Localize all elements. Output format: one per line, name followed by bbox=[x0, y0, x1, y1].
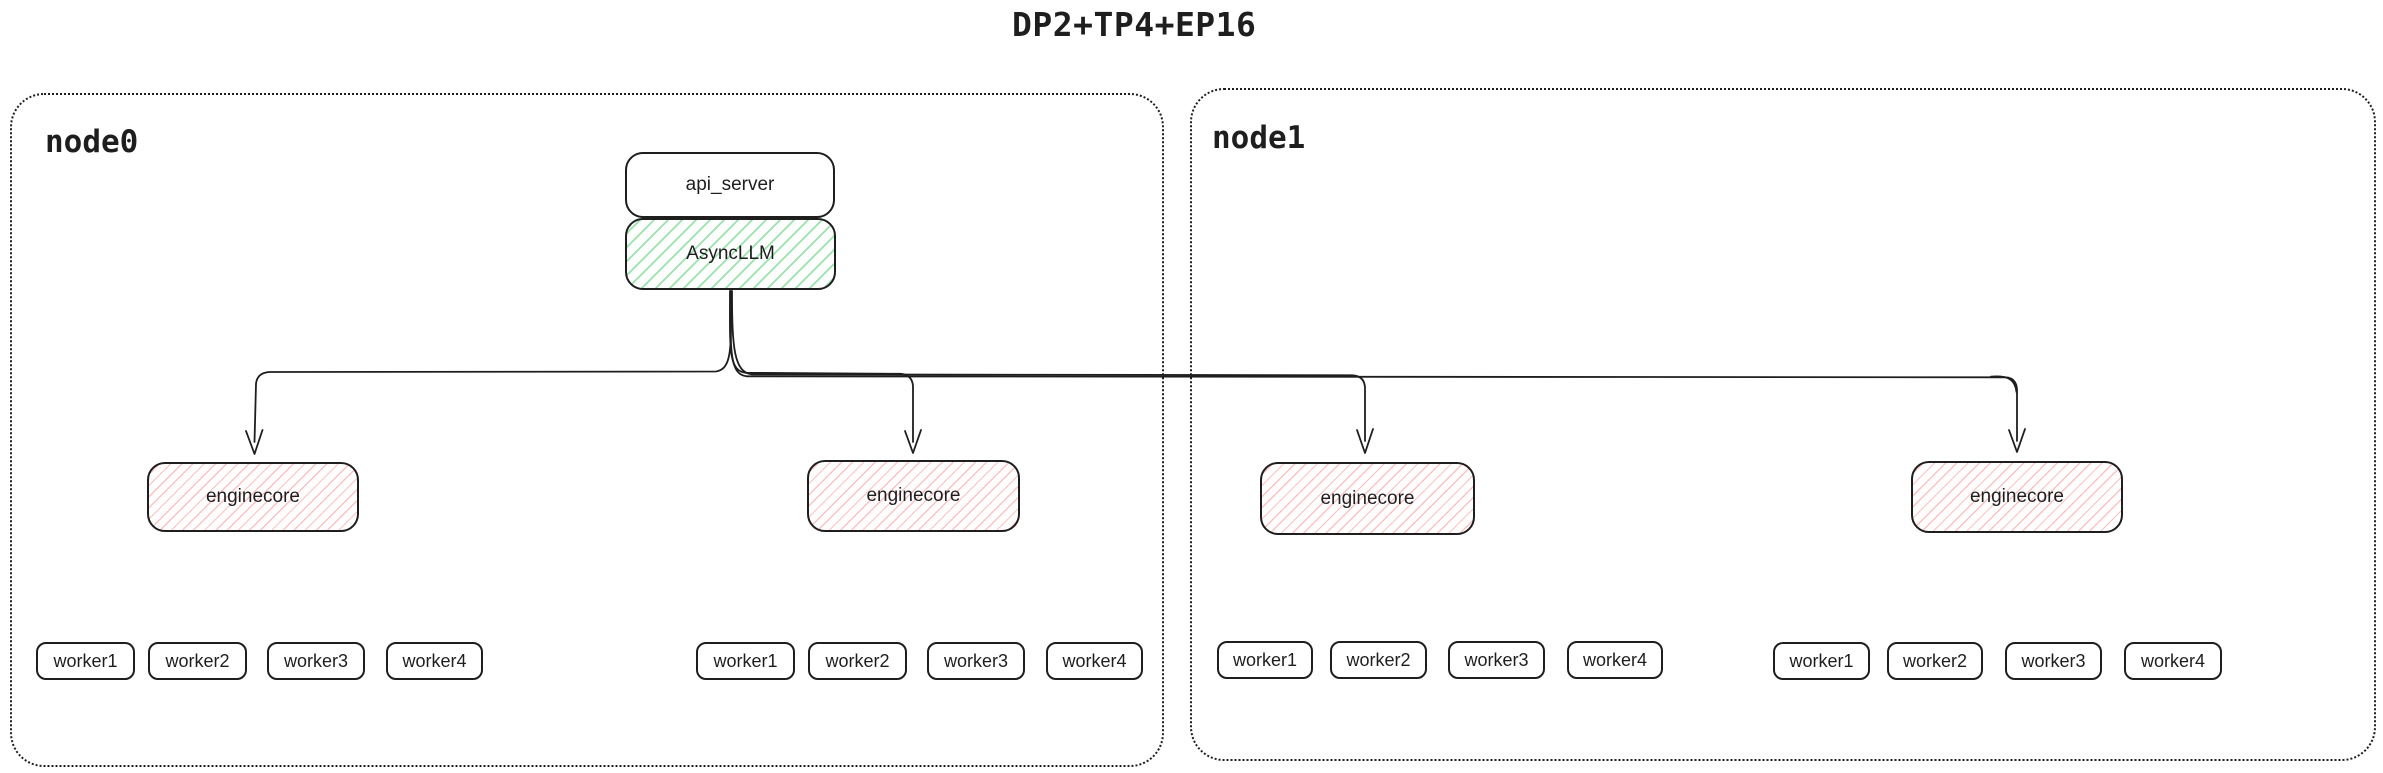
asyncllm-box: AsyncLLM bbox=[625, 218, 836, 290]
node1-ec1-worker1-box: worker1 bbox=[1217, 641, 1313, 679]
worker-label: worker1 bbox=[53, 650, 118, 671]
node0-ec2-worker1-box: worker1 bbox=[696, 642, 795, 680]
api-server-label: api_server bbox=[685, 174, 775, 195]
enginecore-label: enginecore bbox=[1320, 487, 1415, 509]
node0-ec2-worker4-box: worker4 bbox=[1046, 642, 1143, 680]
worker-label: worker3 bbox=[943, 650, 1009, 671]
worker-label: worker4 bbox=[1582, 649, 1648, 670]
node1-label: node1 bbox=[1212, 120, 1306, 156]
worker-label: worker4 bbox=[2140, 650, 2206, 671]
node1-enginecore-2-box: enginecore bbox=[1911, 461, 2123, 533]
worker-label: worker3 bbox=[283, 650, 349, 671]
node1-ec2-worker2-box: worker2 bbox=[1887, 642, 1983, 680]
worker-label: worker2 bbox=[165, 650, 230, 671]
node1-ec1-worker3-box: worker3 bbox=[1448, 641, 1545, 679]
worker-label: worker1 bbox=[1232, 649, 1298, 670]
enginecore-label: enginecore bbox=[866, 485, 961, 506]
node1-ec2-worker4-box: worker4 bbox=[2124, 642, 2222, 680]
node0-ec2-worker2-box: worker2 bbox=[808, 642, 907, 680]
node0-label: node0 bbox=[45, 124, 139, 160]
worker-label: worker2 bbox=[1346, 649, 1411, 670]
enginecore-label: enginecore bbox=[205, 486, 301, 507]
node0-ec1-worker1-box: worker1 bbox=[36, 642, 135, 680]
worker-label: worker2 bbox=[1902, 650, 1968, 671]
node1-ec2-worker1-box: worker1 bbox=[1773, 642, 1870, 680]
diagram-title: DP2+TP4+EP16 bbox=[1012, 5, 1257, 44]
worker-label: worker3 bbox=[1464, 649, 1529, 670]
worker-label: worker2 bbox=[825, 650, 890, 671]
enginecore-label: enginecore bbox=[1969, 486, 2065, 507]
asyncllm-label: AsyncLLM bbox=[686, 243, 775, 264]
node1-ec1-worker4-box: worker4 bbox=[1567, 641, 1663, 679]
node1-ec2-worker3-box: worker3 bbox=[2005, 642, 2102, 680]
api-server-box: api_server bbox=[625, 152, 835, 218]
worker-label: worker4 bbox=[402, 650, 467, 671]
node0-ec1-worker4-box: worker4 bbox=[386, 642, 483, 680]
node1-ec1-worker2-box: worker2 bbox=[1330, 641, 1427, 679]
node0-ec2-worker3-box: worker3 bbox=[927, 642, 1025, 680]
worker-label: worker4 bbox=[1062, 650, 1127, 671]
worker-label: worker3 bbox=[2021, 650, 2086, 671]
node0-ec1-worker2-box: worker2 bbox=[148, 642, 247, 680]
worker-label: worker1 bbox=[1789, 650, 1854, 671]
worker-label: worker1 bbox=[713, 650, 778, 671]
node1-enginecore-1-box: enginecore bbox=[1260, 462, 1475, 535]
node0-enginecore-2-box: enginecore bbox=[807, 460, 1020, 532]
node0-ec1-worker3-box: worker3 bbox=[267, 642, 365, 680]
node0-enginecore-1-box: enginecore bbox=[147, 462, 359, 532]
